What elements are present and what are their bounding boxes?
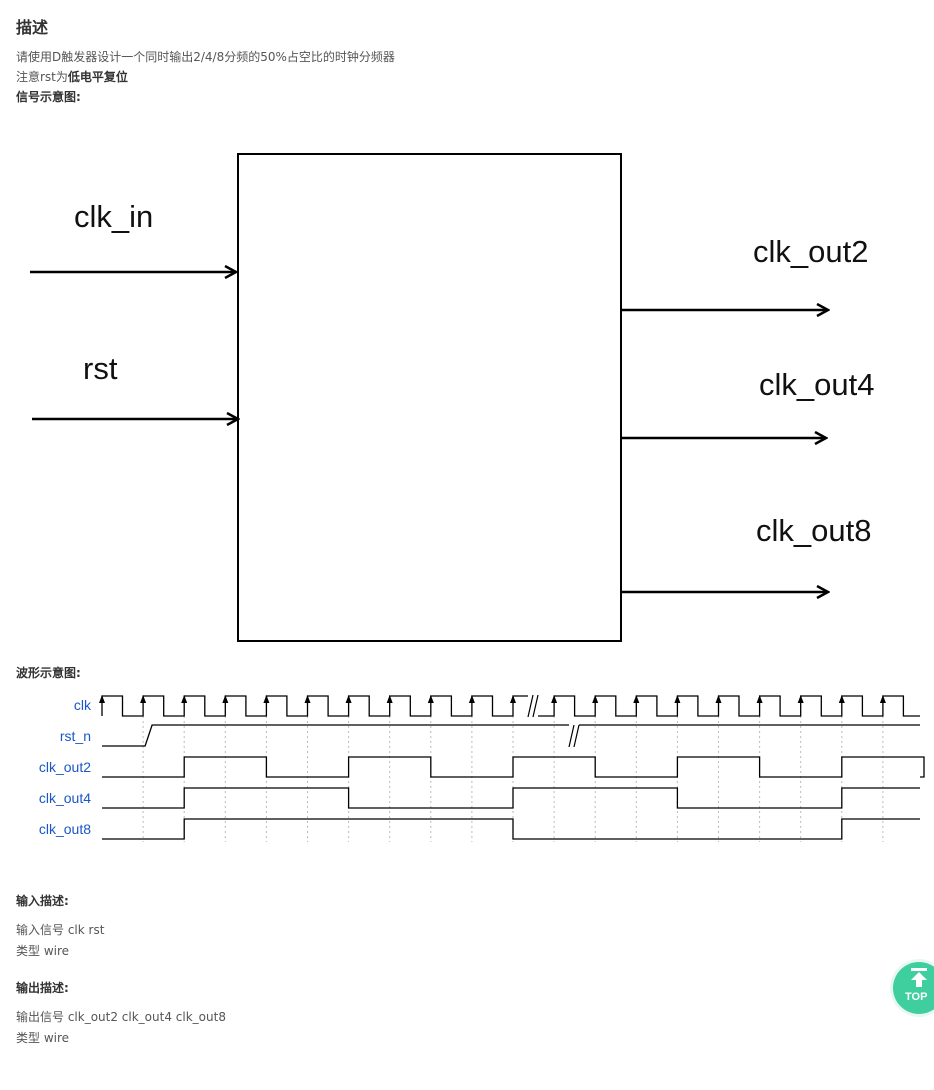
clk-out4-wave [102,787,920,809]
clk-edge-arrow [222,695,229,703]
output-heading: 输出描述: [16,981,69,995]
clk-edge-arrow [345,695,352,703]
waveform-heading: 波形示意图: [16,666,81,680]
break-mark [527,694,539,718]
clk-edge-arrow [551,695,558,703]
wave-label-clk-out4: clk_out4 [39,790,91,806]
reset-note-prefix: 注意rst为 [16,70,68,84]
rst-n-wave [102,724,920,747]
clk-edge-arrow [879,695,886,703]
signal-diagram-heading: 信号示意图: [16,90,81,104]
input-signals: 输入信号 clk rst [16,923,105,937]
clk-edge-arrow [674,695,681,703]
clk-edge-arrow [510,695,516,703]
clk-edge-arrow [468,695,475,703]
clk-edge-arrow [427,695,434,703]
clk-edge-arrow [633,695,640,703]
clk-edge-arrow [797,695,804,703]
rst-label: rst [83,351,118,386]
input-type: 类型 wire [16,944,70,958]
waveform-diagram: clk rst_n clk_out2 clk_out4 clk_out8 [39,694,925,842]
clk-edge-arrow [592,695,599,703]
wave-label-clk-out2: clk_out2 [39,759,91,775]
clk-edge-arrow [99,695,105,703]
input-heading: 输入描述: [16,894,69,908]
break-gap [528,694,538,718]
clk-edge-arrow [715,695,722,703]
output-type: 类型 wire [16,1031,70,1045]
clk-out8-label: clk_out8 [756,513,871,548]
break-mark [568,724,580,748]
break-gap [569,724,579,748]
reset-note-bold: 低电平复位 [67,70,128,84]
clk-out4-label: clk_out4 [759,367,874,402]
clk-edge-arrow [838,695,845,703]
wave-label-rst-n: rst_n [60,728,91,744]
clk-edge-arrow [263,695,270,703]
clk-edge-arrow [181,695,188,703]
page-title: 描述 [16,18,49,37]
description-line-2: 注意rst为低电平复位 [16,68,128,85]
description-line-1: 请使用D触发器设计一个同时输出2/4/8分频的50%占空比的时钟分频器 [16,50,395,64]
clk-edge-arrow [386,695,393,703]
module-box [237,153,622,642]
clk-out2-label: clk_out2 [753,234,868,269]
clk-out8-wave [102,818,920,840]
arrow-up-icon [911,968,927,987]
wave-label-clk-out8: clk_out8 [39,821,91,837]
output-signals: 输出信号 clk_out2 clk_out4 clk_out8 [16,1010,226,1024]
wave-label-clk: clk [74,697,92,713]
clk-in-label: clk_in [74,199,153,234]
back-to-top-button[interactable]: TOP [893,962,934,1014]
clk-wave [101,695,920,717]
clk-out2-wave [102,756,925,778]
clk-edge-arrow [756,695,763,703]
clk-edge-arrow [304,695,311,703]
clk-edge-arrow [140,695,147,703]
block-diagram: clk_in rst clk_out2 clk_out4 clk_out8 [30,153,874,642]
back-to-top-label: TOP [905,991,928,1003]
